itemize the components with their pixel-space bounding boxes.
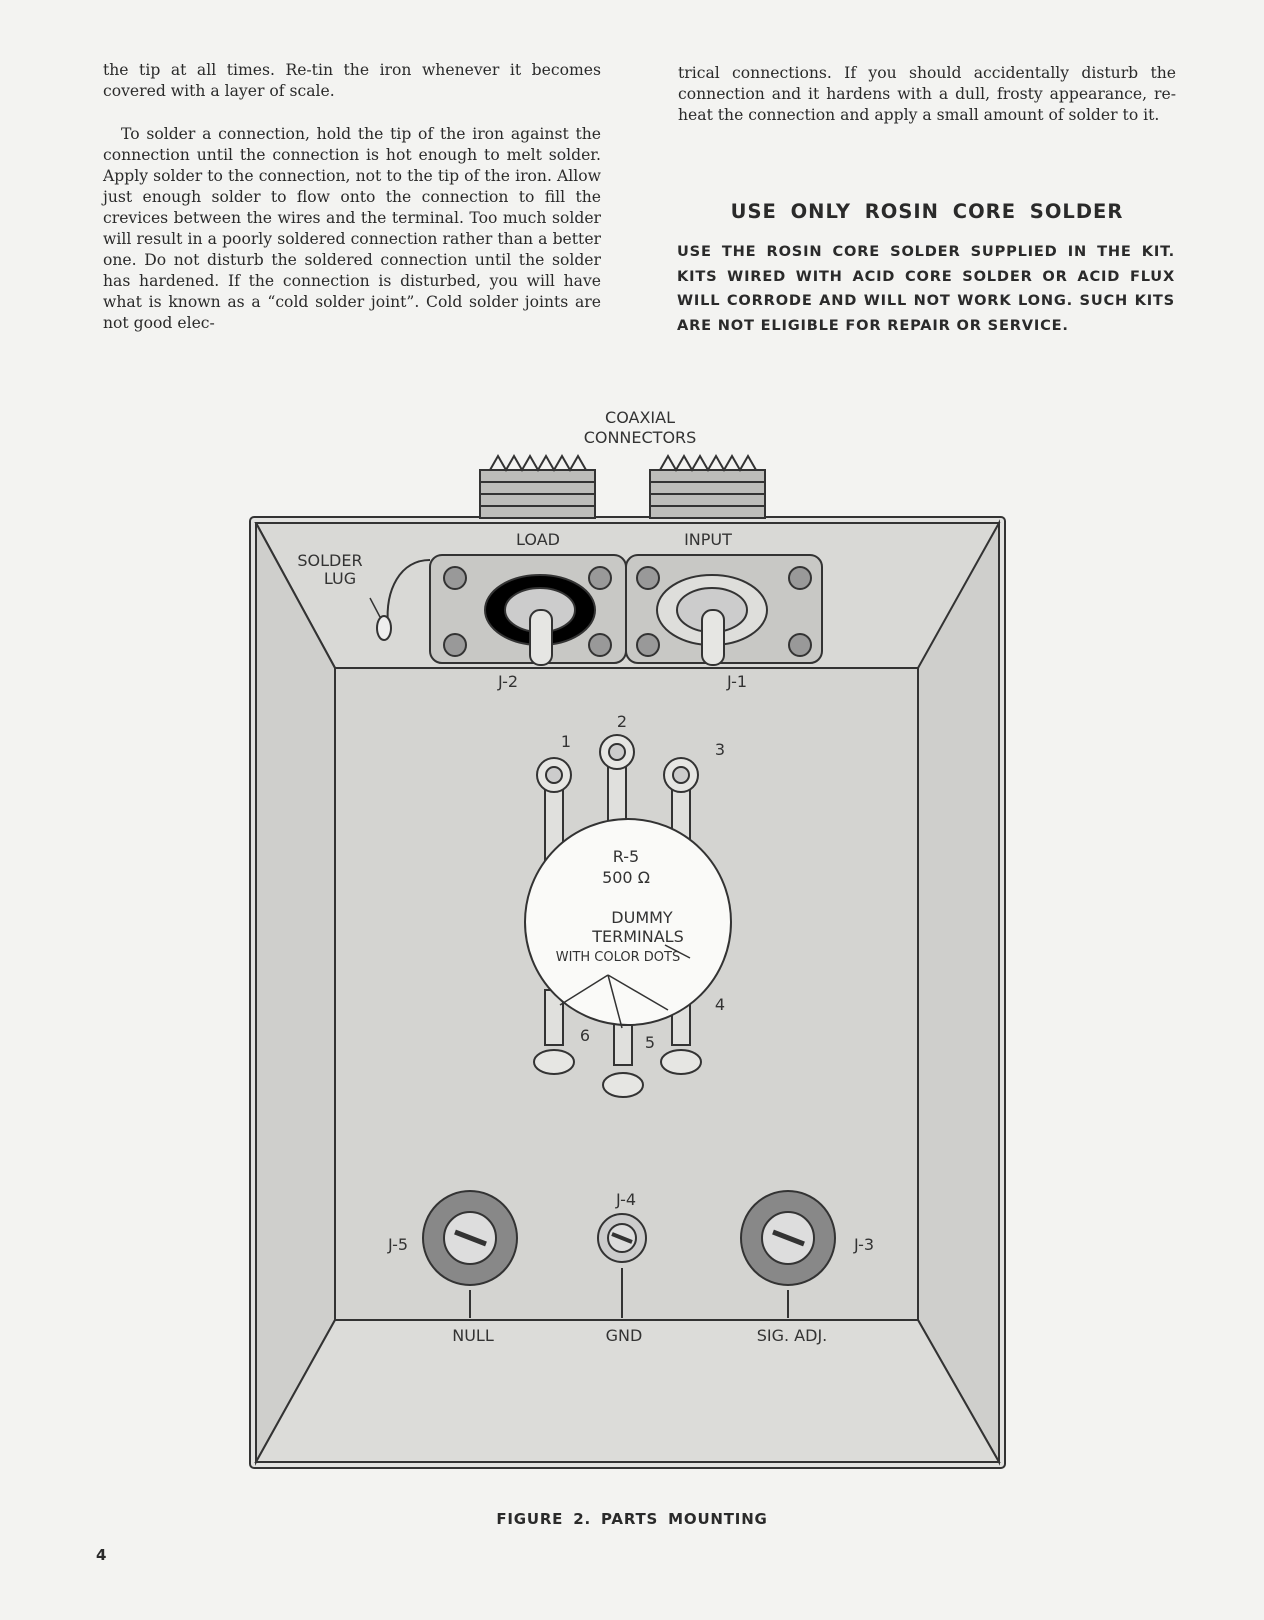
label-gnd: GND	[606, 1326, 643, 1345]
label-terminal-2: 2	[617, 712, 627, 731]
coaxial-connectors	[369, 453, 823, 666]
label-coaxial: COAXIAL	[605, 408, 675, 427]
jacks	[422, 1190, 836, 1318]
label-j5: J-5	[387, 1235, 408, 1254]
figure-caption: FIGURE 2. PARTS MOUNTING	[496, 1510, 768, 1528]
warning-text: USE THE ROSIN CORE SOLDER SUPPLIED IN TH…	[677, 243, 1175, 334]
label-load: LOAD	[516, 530, 560, 549]
label-j2: J-2	[497, 672, 518, 691]
paragraph: To solder a connection, hold the tip of …	[103, 125, 601, 332]
load-connector	[429, 453, 627, 666]
label-terminal-3: 3	[715, 740, 725, 759]
section-heading: USE ONLY ROSIN CORE SOLDER	[730, 200, 1124, 223]
label-input: INPUT	[684, 530, 732, 549]
label-j1: J-1	[726, 672, 747, 691]
label-solder: SOLDER	[297, 551, 362, 570]
label-terminal-5: 5	[645, 1033, 655, 1052]
paragraph: the tip at all times. Re-tin the iron wh…	[103, 61, 601, 100]
label-j3: J-3	[853, 1235, 874, 1254]
label-terminal-4: 4	[715, 995, 725, 1014]
right-text-column: trical connections. If you should accide…	[678, 63, 1176, 148]
label-connectors: CONNECTORS	[584, 428, 697, 447]
label-null: NULL	[452, 1326, 494, 1345]
label-color-dots: WITH COLOR DOTS	[556, 950, 680, 965]
label-terminals: TERMINALS	[591, 927, 684, 946]
figure-labels: COAXIAL CONNECTORS LOAD INPUT SOLDER LUG…	[297, 408, 874, 1345]
label-terminal-1: 1	[561, 732, 571, 751]
label-r5: R-5	[613, 847, 639, 866]
potentiometer-r5	[524, 734, 732, 1098]
label-dummy: DUMMY	[611, 908, 673, 927]
left-text-column: the tip at all times. Re-tin the iron wh…	[103, 60, 601, 356]
page-number: 4	[96, 1546, 107, 1564]
input-connector	[625, 453, 823, 666]
solder-lug	[386, 559, 431, 626]
label-sig-adj: SIG. ADJ.	[757, 1326, 828, 1345]
label-lug: LUG	[324, 569, 356, 588]
label-ohms: 500 Ω	[602, 868, 650, 887]
label-j4: J-4	[615, 1190, 636, 1209]
label-terminal-6: 6	[580, 1026, 590, 1045]
paragraph: trical connections. If you should accide…	[678, 64, 1176, 124]
